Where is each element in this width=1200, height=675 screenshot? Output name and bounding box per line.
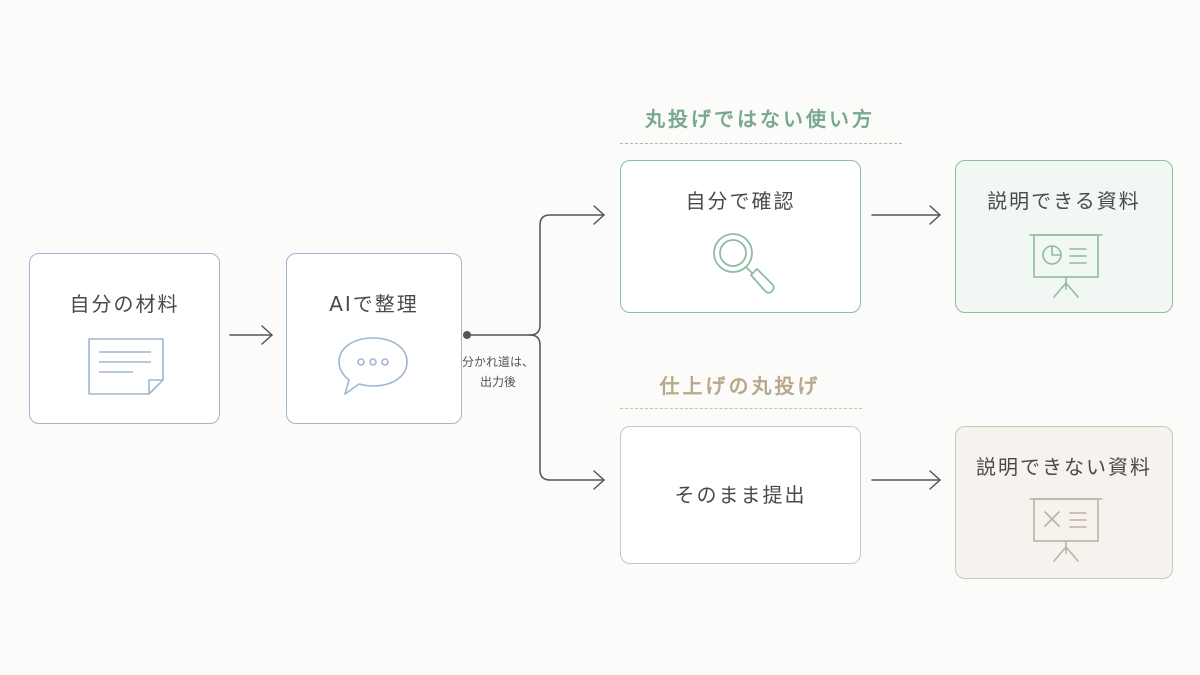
not-explainable-box: 説明できない資料 [955, 426, 1173, 579]
arrow-branch-down [529, 334, 605, 481]
document-icon [88, 338, 164, 395]
ai-organize-label: AIで整理 [329, 292, 419, 316]
bad-path-title: 仕上げの丸投げ [659, 374, 821, 398]
self-check-label: 自分で確認 [685, 189, 796, 213]
branch-point [463, 331, 471, 339]
good-path-title: 丸投げではない使い方 [645, 107, 875, 131]
materials-box: 自分の材料 [29, 253, 220, 424]
materials-label: 自分の材料 [69, 292, 180, 316]
magnifier-icon [713, 233, 775, 294]
explainable-box: 説明できる資料 [955, 160, 1173, 313]
branch-note-line2: 出力後 [479, 375, 516, 389]
branch-note: 分かれ道は、 出力後 [458, 352, 538, 392]
ai-organize-box: AIで整理 [286, 253, 462, 424]
arrow-branch-up [529, 214, 605, 336]
self-check-box: 自分で確認 [620, 160, 861, 313]
submit-as-is-label: そのまま提出 [674, 483, 807, 507]
submit-as-is-box: そのまま提出 [620, 426, 861, 564]
branch-note-line1: 分かれ道は、 [461, 355, 534, 369]
not-explainable-label: 説明できない資料 [976, 455, 1152, 479]
presentation-chart-icon [1029, 234, 1103, 298]
good-path-divider [620, 143, 902, 144]
presentation-x-icon [1029, 498, 1103, 562]
explainable-label: 説明できる資料 [987, 189, 1141, 213]
chat-bubble-icon [338, 337, 408, 395]
bad-path-divider [620, 408, 862, 409]
